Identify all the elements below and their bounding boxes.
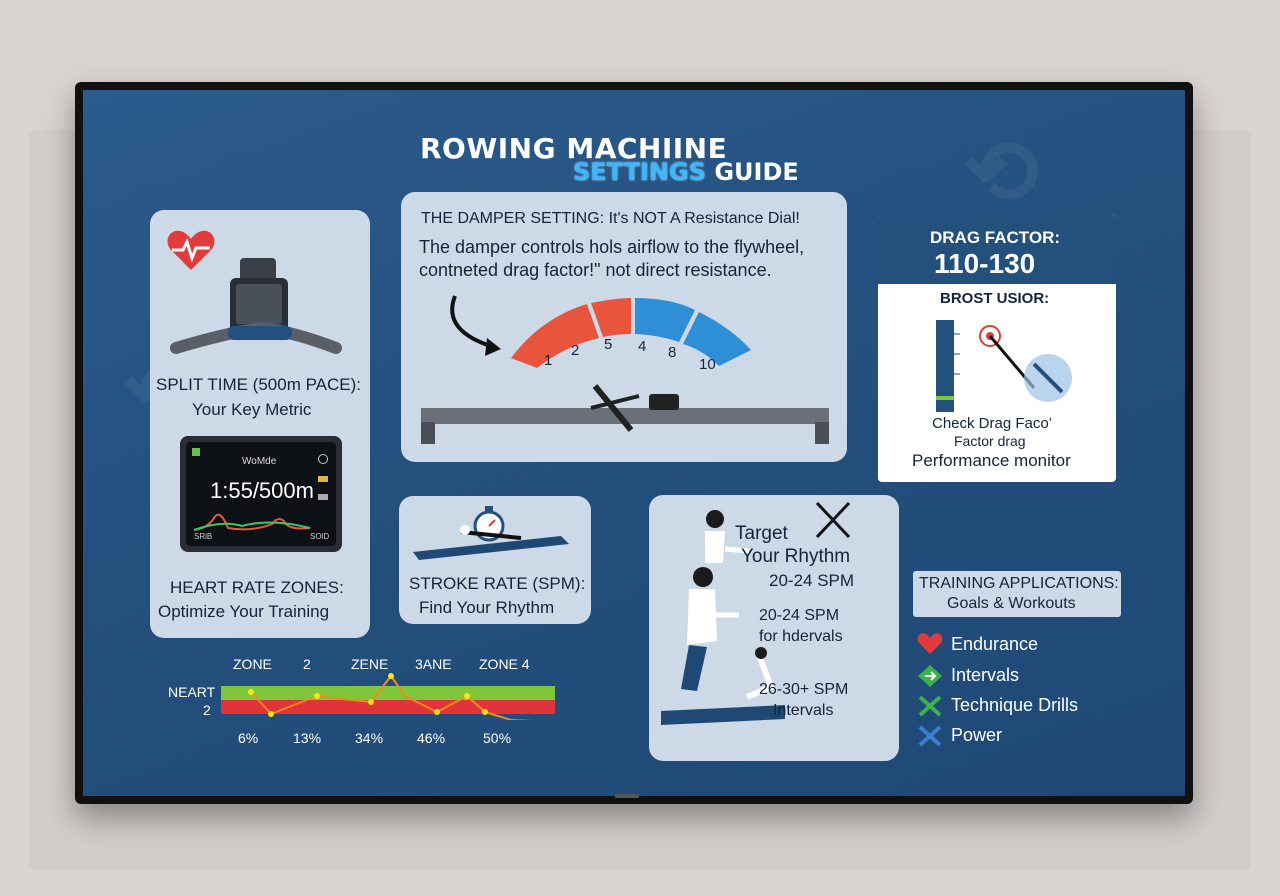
stroke-subheading: Find Your Rhythm <box>419 598 555 617</box>
zone-top-label: ZENE <box>351 656 389 672</box>
crossed-tools-icon <box>918 725 942 747</box>
monitor-icon <box>318 454 328 464</box>
crossed-oars-icon <box>815 501 851 539</box>
monitor-pace: 1:55/500m <box>210 478 314 503</box>
zone-side-label: 2 <box>203 702 211 718</box>
rhythm-spm3-note: Intervals <box>773 702 834 719</box>
zone-side-label: NEART <box>168 684 216 700</box>
title-highlight: SETTINGS <box>573 158 706 186</box>
stroke-heading: STROKE RATE (SPM): <box>409 574 586 593</box>
heart-rate-icon <box>167 230 215 270</box>
drag-label: DRAG FACTOR: <box>930 228 1061 247</box>
rower-figures-icon <box>661 510 785 725</box>
training-item-label: Endurance <box>951 634 1039 654</box>
drag-gauge-illustration <box>936 320 1072 412</box>
training-heading1: TRAINING APPLICATIONS: <box>919 575 1119 592</box>
rhythm-spm2-note: for hdervals <box>759 628 843 645</box>
diamond-arrow-icon <box>918 665 942 687</box>
page-subtitle: SETTINGS GUIDE <box>573 158 799 186</box>
training-item-label: Power <box>951 725 1003 745</box>
split-subheading: Your Key Metric <box>192 400 312 419</box>
damper-heading: THE DAMPER SETTING: It's NOT A Resistanc… <box>421 210 800 227</box>
monitor-status-light <box>192 448 200 456</box>
title-rest: GUIDE <box>714 158 799 186</box>
monitor-pace-graph <box>193 513 311 531</box>
rhythm-spm1: 20-24 SPM <box>769 571 855 590</box>
tv-brand-logo <box>615 794 639 798</box>
training-header: TRAINING APPLICATIONS: Goals & Workouts <box>913 571 1121 617</box>
zone-top-label: 2 <box>303 656 311 672</box>
performance-monitor: WoMde 1:55/500m SRiB SOlD <box>180 436 342 552</box>
zone-top-label: ZONE <box>233 656 272 672</box>
rhythm-line2: Your Rhythm <box>741 546 851 567</box>
gauge-tick: 2 <box>571 342 580 359</box>
zone-bottom-label: 6% <box>238 730 259 746</box>
monitor-brand: WoMde <box>242 456 277 467</box>
zone-bottom-label: 50% <box>483 730 512 746</box>
heart-icon <box>917 633 943 654</box>
gauge-tick: 1 <box>544 352 553 369</box>
damper-panel: THE DAMPER SETTING: It's NOT A Resistanc… <box>401 192 847 462</box>
monitor-left-label: SRiB <box>194 532 213 541</box>
drag-subheading: BROST USIOR: <box>940 290 1050 307</box>
zone-bar-graph <box>221 673 555 720</box>
drag-value: 110-130 <box>934 248 1036 279</box>
training-item-label: Intervals <box>951 665 1020 685</box>
zone-bottom-label: 34% <box>355 730 384 746</box>
zone-bottom-label: 46% <box>417 730 446 746</box>
rhythm-line1: Target <box>735 523 788 544</box>
training-item-label: Technique Drills <box>951 695 1079 715</box>
gauge-tick: 8 <box>668 344 677 361</box>
rower-rail-icon <box>421 384 829 444</box>
heart-zones-subheading: Optimize Your Training <box>158 602 330 621</box>
training-heading2: Goals & Workouts <box>947 595 1076 612</box>
rhythm-panel: Target Your Rhythm 20-24 SPM 20-24 SPM f… <box>649 495 899 761</box>
damper-body-line2: contneted drag factor!" not direct resis… <box>419 260 772 280</box>
rhythm-spm3: 26-30+ SPM <box>759 681 849 698</box>
monitor-icon <box>318 476 328 482</box>
split-time-panel: SPLIT TIME (500m PACE): Your Key Metric … <box>150 210 370 638</box>
drag-factor-panel: DRAG FACTOR: 110-130 BROST USIOR: Check … <box>878 214 1116 482</box>
background-watermark: ⟲ <box>963 123 1039 223</box>
heart-zones-heading: HEART RATE ZONES: <box>170 578 344 597</box>
monitor-display: WoMde 1:55/500m SRiB SOlD <box>186 442 336 546</box>
damper-gauge <box>511 298 751 368</box>
gauge-tick: 10 <box>699 356 716 373</box>
stopwatch-rower-icon <box>413 506 569 560</box>
gauge-tick: 4 <box>638 338 647 355</box>
crossed-oars-icon <box>918 695 942 717</box>
zone-bottom-label: 13% <box>293 730 322 746</box>
drag-header <box>878 214 1116 284</box>
monitor-right-label: SOlD <box>310 532 330 541</box>
monitor-icon <box>318 494 328 500</box>
gauge-tick: 5 <box>604 336 613 353</box>
zone-top-label: ZONE 4 <box>479 656 530 672</box>
rower-handle-icon <box>170 258 342 354</box>
drag-caption3: Performance monitor <box>912 451 1071 470</box>
page-title: ROWING MACHIINE <box>420 132 728 165</box>
drag-caption1: Check Drag Facoʻ <box>932 415 1053 432</box>
damper-body-line1: The damper controls hols airflow to the … <box>419 237 805 257</box>
stroke-rate-panel: STROKE RATE (SPM): Find Your Rhythm <box>399 496 591 624</box>
rhythm-spm2: 20-24 SPM <box>759 607 840 624</box>
tv-frame: ⟲ ⟲ ROWING MACHIINE SETTINGS GUIDE SPLIT… <box>75 82 1193 804</box>
curved-arrow-icon <box>450 295 501 356</box>
split-heading: SPLIT TIME (500m PACE): <box>156 375 362 394</box>
zone-top-label: 3ANE <box>415 656 452 672</box>
drag-caption2: Factor drag <box>954 433 1026 449</box>
tv-screen: ⟲ ⟲ ROWING MACHIINE SETTINGS GUIDE SPLIT… <box>83 90 1185 796</box>
